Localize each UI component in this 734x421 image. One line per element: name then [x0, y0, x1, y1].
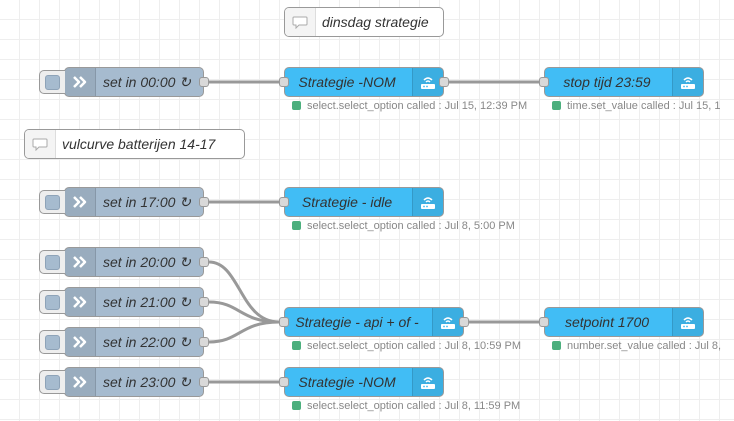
inject-label: set in 23:00 ↻: [103, 374, 192, 390]
input-port[interactable]: [279, 377, 289, 387]
status-indicator: number.set_value called : Jul 8,: [552, 339, 721, 353]
action-node-setpoint[interactable]: setpoint 1700: [539, 307, 704, 337]
status-text: select.select_option called : Jul 8, 10:…: [307, 340, 522, 352]
arrow-right-icon: [65, 288, 96, 316]
speech-bubble-icon: [25, 130, 56, 158]
router-icon: [412, 68, 443, 96]
status-indicator: select.select_option called : Jul 8, 5:0…: [292, 219, 515, 233]
inject-node-1700[interactable]: set in 17:00 ↻: [39, 187, 209, 217]
inject-button-face: [45, 75, 60, 90]
action-node-strategie-idle[interactable]: Strategie - idle: [279, 187, 444, 217]
action-label: setpoint 1700: [564, 314, 650, 330]
inject-button-face: [45, 195, 60, 210]
status-text: time.set_value called : Jul 15, 1: [567, 100, 721, 112]
arrow-right-icon: [65, 188, 96, 216]
action-label: stop tijd 23:59: [563, 74, 651, 90]
action-label: Strategie -NOM: [298, 74, 396, 90]
output-port[interactable]: [439, 77, 449, 87]
status-indicator: select.select_option called : Jul 8, 10:…: [292, 339, 521, 353]
arrow-right-icon: [65, 248, 96, 276]
status-dot: [292, 101, 301, 110]
inject-label: set in 20:00 ↻: [103, 254, 192, 270]
inject-button-face: [45, 375, 60, 390]
wire: [208, 320, 280, 344]
router-icon: [412, 368, 443, 396]
input-port[interactable]: [279, 197, 289, 207]
action-node-stop-tijd[interactable]: stop tijd 23:59: [539, 67, 704, 97]
inject-button-face: [45, 255, 60, 270]
input-port[interactable]: [539, 317, 549, 327]
status-dot: [292, 401, 301, 410]
action-label: Strategie - api + of -: [295, 314, 419, 330]
inject-trigger-button[interactable]: [39, 370, 65, 394]
router-icon: [672, 68, 703, 96]
inject-label: set in 00:00 ↻: [103, 74, 192, 90]
arrow-right-icon: [65, 68, 96, 96]
output-port[interactable]: [199, 257, 209, 267]
status-dot: [552, 101, 561, 110]
inject-label: set in 22:00 ↻: [103, 334, 192, 350]
output-port[interactable]: [199, 337, 209, 347]
status-dot: [292, 221, 301, 230]
wire: [208, 260, 280, 324]
router-icon: [672, 308, 703, 336]
status-indicator: time.set_value called : Jul 15, 1: [552, 99, 720, 113]
inject-label: set in 17:00 ↻: [103, 194, 192, 210]
comment-label: vulcurve batterijen 14-17: [62, 136, 216, 152]
comment-dinsdag-strategie[interactable]: dinsdag strategie: [284, 7, 444, 37]
status-indicator: select.select_option called : Jul 15, 12…: [292, 99, 527, 113]
inject-node-2000[interactable]: set in 20:00 ↻: [39, 247, 209, 277]
output-port[interactable]: [199, 377, 209, 387]
arrow-right-icon: [65, 368, 96, 396]
input-port[interactable]: [279, 77, 289, 87]
inject-node-2300[interactable]: set in 23:00 ↻: [39, 367, 209, 397]
comment-vulcurve[interactable]: vulcurve batterijen 14-17: [24, 129, 245, 159]
router-icon: [432, 308, 463, 336]
inject-trigger-button[interactable]: [39, 190, 65, 214]
wire: [208, 300, 280, 324]
inject-trigger-button[interactable]: [39, 250, 65, 274]
status-text: select.select_option called : Jul 8, 11:…: [307, 400, 521, 412]
comment-label: dinsdag strategie: [322, 14, 429, 30]
input-port[interactable]: [279, 317, 289, 327]
status-text: select.select_option called : Jul 15, 12…: [307, 100, 528, 112]
input-port[interactable]: [539, 77, 549, 87]
status-dot: [552, 341, 561, 350]
arrow-right-icon: [65, 328, 96, 356]
speech-bubble-icon: [285, 8, 316, 36]
inject-button-face: [45, 295, 60, 310]
inject-trigger-button[interactable]: [39, 330, 65, 354]
status-indicator: select.select_option called : Jul 8, 11:…: [292, 399, 520, 413]
status-text: select.select_option called : Jul 8, 5:0…: [307, 220, 515, 232]
status-text: number.set_value called : Jul 8,: [567, 340, 722, 352]
inject-node-2100[interactable]: set in 21:00 ↻: [39, 287, 209, 317]
status-dot: [292, 341, 301, 350]
action-node-strategie-api[interactable]: Strategie - api + of -: [279, 307, 469, 337]
output-port[interactable]: [199, 77, 209, 87]
router-icon: [412, 188, 443, 216]
action-label: Strategie -NOM: [298, 374, 396, 390]
inject-node-2200[interactable]: set in 22:00 ↻: [39, 327, 209, 357]
output-port[interactable]: [459, 317, 469, 327]
inject-button-face: [45, 335, 60, 350]
action-node-strategie-nom[interactable]: Strategie -NOM: [279, 67, 449, 97]
output-port[interactable]: [199, 297, 209, 307]
action-node-strategie-nom-2[interactable]: Strategie -NOM: [279, 367, 444, 397]
inject-label: set in 21:00 ↻: [103, 294, 192, 310]
inject-trigger-button[interactable]: [39, 70, 65, 94]
output-port[interactable]: [199, 197, 209, 207]
inject-trigger-button[interactable]: [39, 290, 65, 314]
action-label: Strategie - idle: [301, 194, 393, 210]
inject-node-0000[interactable]: set in 00:00 ↻: [39, 67, 209, 97]
